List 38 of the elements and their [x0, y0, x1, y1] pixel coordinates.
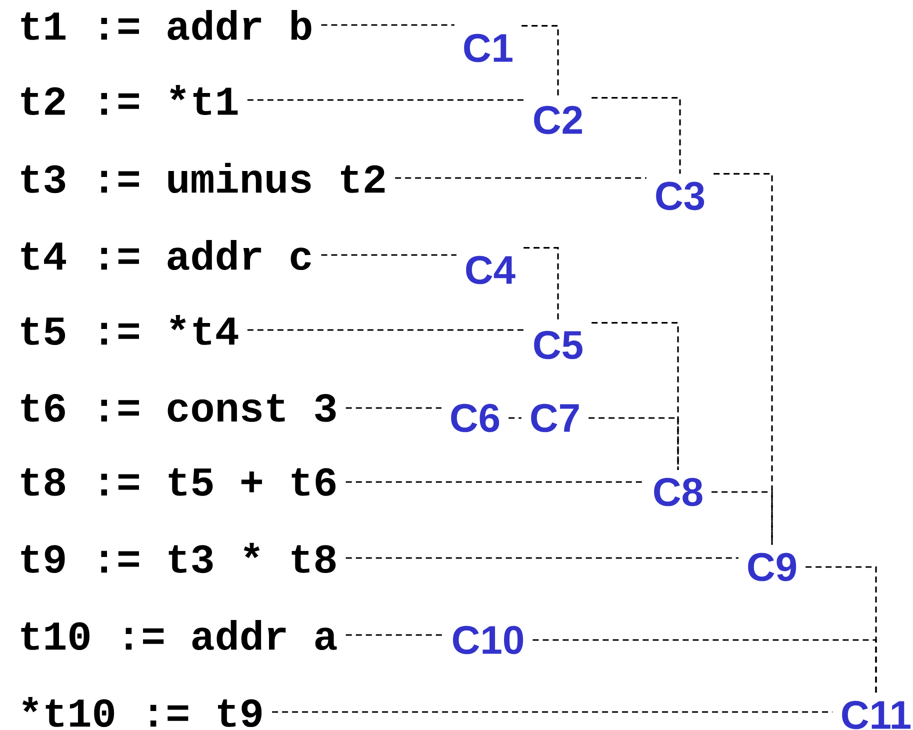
- dashed-connector: [346, 481, 644, 483]
- dashed-connector: [592, 97, 681, 174]
- dashed-connector: [395, 177, 646, 179]
- code-line: t1 := addr b: [21, 10, 312, 40]
- code-line: t6 := const 3: [21, 394, 336, 422]
- dashed-connector: [532, 639, 877, 693]
- dashed-connector: [247, 329, 524, 331]
- dashed-connector: [712, 491, 773, 545]
- constraint-label: C3: [656, 182, 704, 210]
- constraint-label: C10: [452, 626, 524, 654]
- dashed-connector: [321, 24, 454, 26]
- dashed-connector: [247, 99, 524, 101]
- dashed-connector: [588, 417, 679, 470]
- constraint-label: C5: [534, 330, 582, 360]
- dashed-connector: [346, 407, 442, 409]
- constraint-label: C1: [464, 34, 512, 62]
- constraint-label: C7: [531, 404, 579, 432]
- constraint-label: C8: [654, 478, 702, 506]
- code-line: t2 := *t1: [21, 85, 238, 115]
- code-line: t8 := t5 + t6: [21, 468, 336, 496]
- code-line: t3 := uminus t2: [21, 162, 385, 194]
- constraint-label: C6: [451, 404, 500, 432]
- dashed-connector: [321, 254, 456, 256]
- code-line: t5 := *t4: [21, 314, 238, 346]
- code-line: t10 := addr a: [21, 620, 337, 650]
- dashed-connector: [272, 711, 832, 713]
- constraint-label: C2: [534, 106, 582, 134]
- dashed-connector: [346, 557, 738, 559]
- dashed-connector: [522, 25, 559, 98]
- code-line: t9 := t3 * t8: [21, 542, 336, 574]
- constraint-label: C4: [466, 256, 516, 284]
- constraint-label: C11: [842, 700, 910, 730]
- dashed-connector: [508, 417, 522, 419]
- code-line: *t10 := t9: [22, 696, 262, 728]
- dashed-connector: [346, 634, 444, 636]
- constraint-label: C9: [748, 552, 796, 582]
- dashed-connector: [592, 322, 679, 470]
- code-line: t4 := addr c: [21, 240, 311, 270]
